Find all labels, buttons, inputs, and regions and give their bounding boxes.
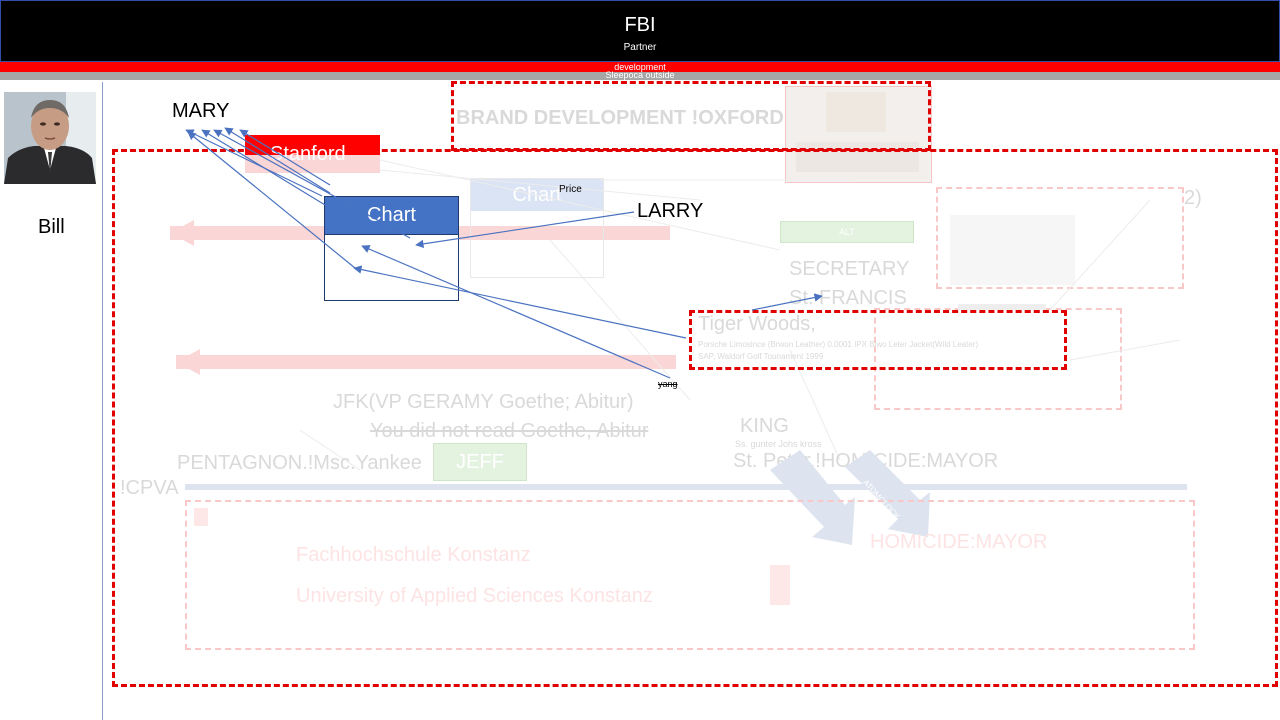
node-king-sub: Ss. gunter Johs kross [735, 439, 822, 449]
faded-tab [958, 304, 1046, 310]
node-st-francis: St. FRANCIS [789, 287, 907, 309]
brand-dashed-box [451, 81, 931, 151]
crowd-image-icon [786, 87, 929, 180]
page-title: FBI [624, 14, 656, 36]
faded-dashed-box-right [936, 187, 1184, 289]
node-mary: MARY [172, 100, 230, 122]
chart-box[interactable]: Chart [324, 196, 459, 301]
faded-marker-mid [770, 565, 790, 605]
node-homicide: HOMICIDE:MAYOR [870, 531, 1048, 553]
node-university: University of Applied Sciences Konstanz [296, 585, 653, 607]
faded-arrowhead-lower [176, 349, 200, 375]
faded-arrowhead-upper [170, 220, 194, 246]
node-yang: yang [658, 379, 678, 389]
stanford-tag [245, 135, 380, 155]
grey-banner [0, 72, 1280, 80]
faded-photo [785, 86, 932, 183]
node-larry: LARRY [637, 200, 704, 222]
faded-marker-left [194, 508, 208, 526]
stanford-tag-faded [245, 155, 380, 173]
faded-right-panel [950, 215, 1075, 285]
grey-banner-text: Sleepoca outside [605, 70, 675, 80]
faded-timeline [185, 484, 1187, 490]
red-banner-text: development [614, 62, 666, 72]
portrait-icon [4, 92, 96, 184]
faded-arrow-bar-lower [176, 355, 676, 369]
red-banner [0, 62, 1280, 72]
right-box-paren: 2) [1184, 187, 1202, 209]
page-subtitle: Partner [623, 42, 657, 53]
node-fach: Fachhochschule Konstanz [296, 544, 531, 566]
node-king: KING [740, 415, 789, 437]
header-bar [0, 0, 1280, 62]
node-brand: BRAND DEVELOPMENT !OXFORD [456, 107, 784, 129]
node-secretary: SECRETARY [789, 258, 910, 280]
node-goethe: You did not read Goethe, Abitur [370, 420, 649, 442]
tiger-line-2: SAP, Waldorf Golf Tounament 1999 [698, 352, 824, 361]
tiger-dashed-box [689, 310, 1067, 370]
node-tiger: Tiger Woods, [698, 313, 816, 335]
faded-green-tag: ALT [780, 221, 914, 243]
tiger-line-1: Porsche Limosince (Brwon Leather) 0.0001… [698, 340, 979, 349]
faded-atomclock-arrows [770, 450, 930, 545]
node-cpva: !CPVA [120, 477, 179, 499]
node-pentagon: PENTAGNON.!Msc.Yankee [177, 452, 422, 474]
faded-bottom-box [185, 500, 1195, 650]
node-jfk: JFK(VP GERAMY Goethe; Abitur) [333, 391, 634, 413]
sidebar-divider [102, 82, 103, 720]
node-jeff: JEFF [433, 443, 527, 481]
person-photo [4, 92, 96, 184]
person-name: Bill [38, 216, 65, 238]
node-price: Price [559, 184, 582, 195]
